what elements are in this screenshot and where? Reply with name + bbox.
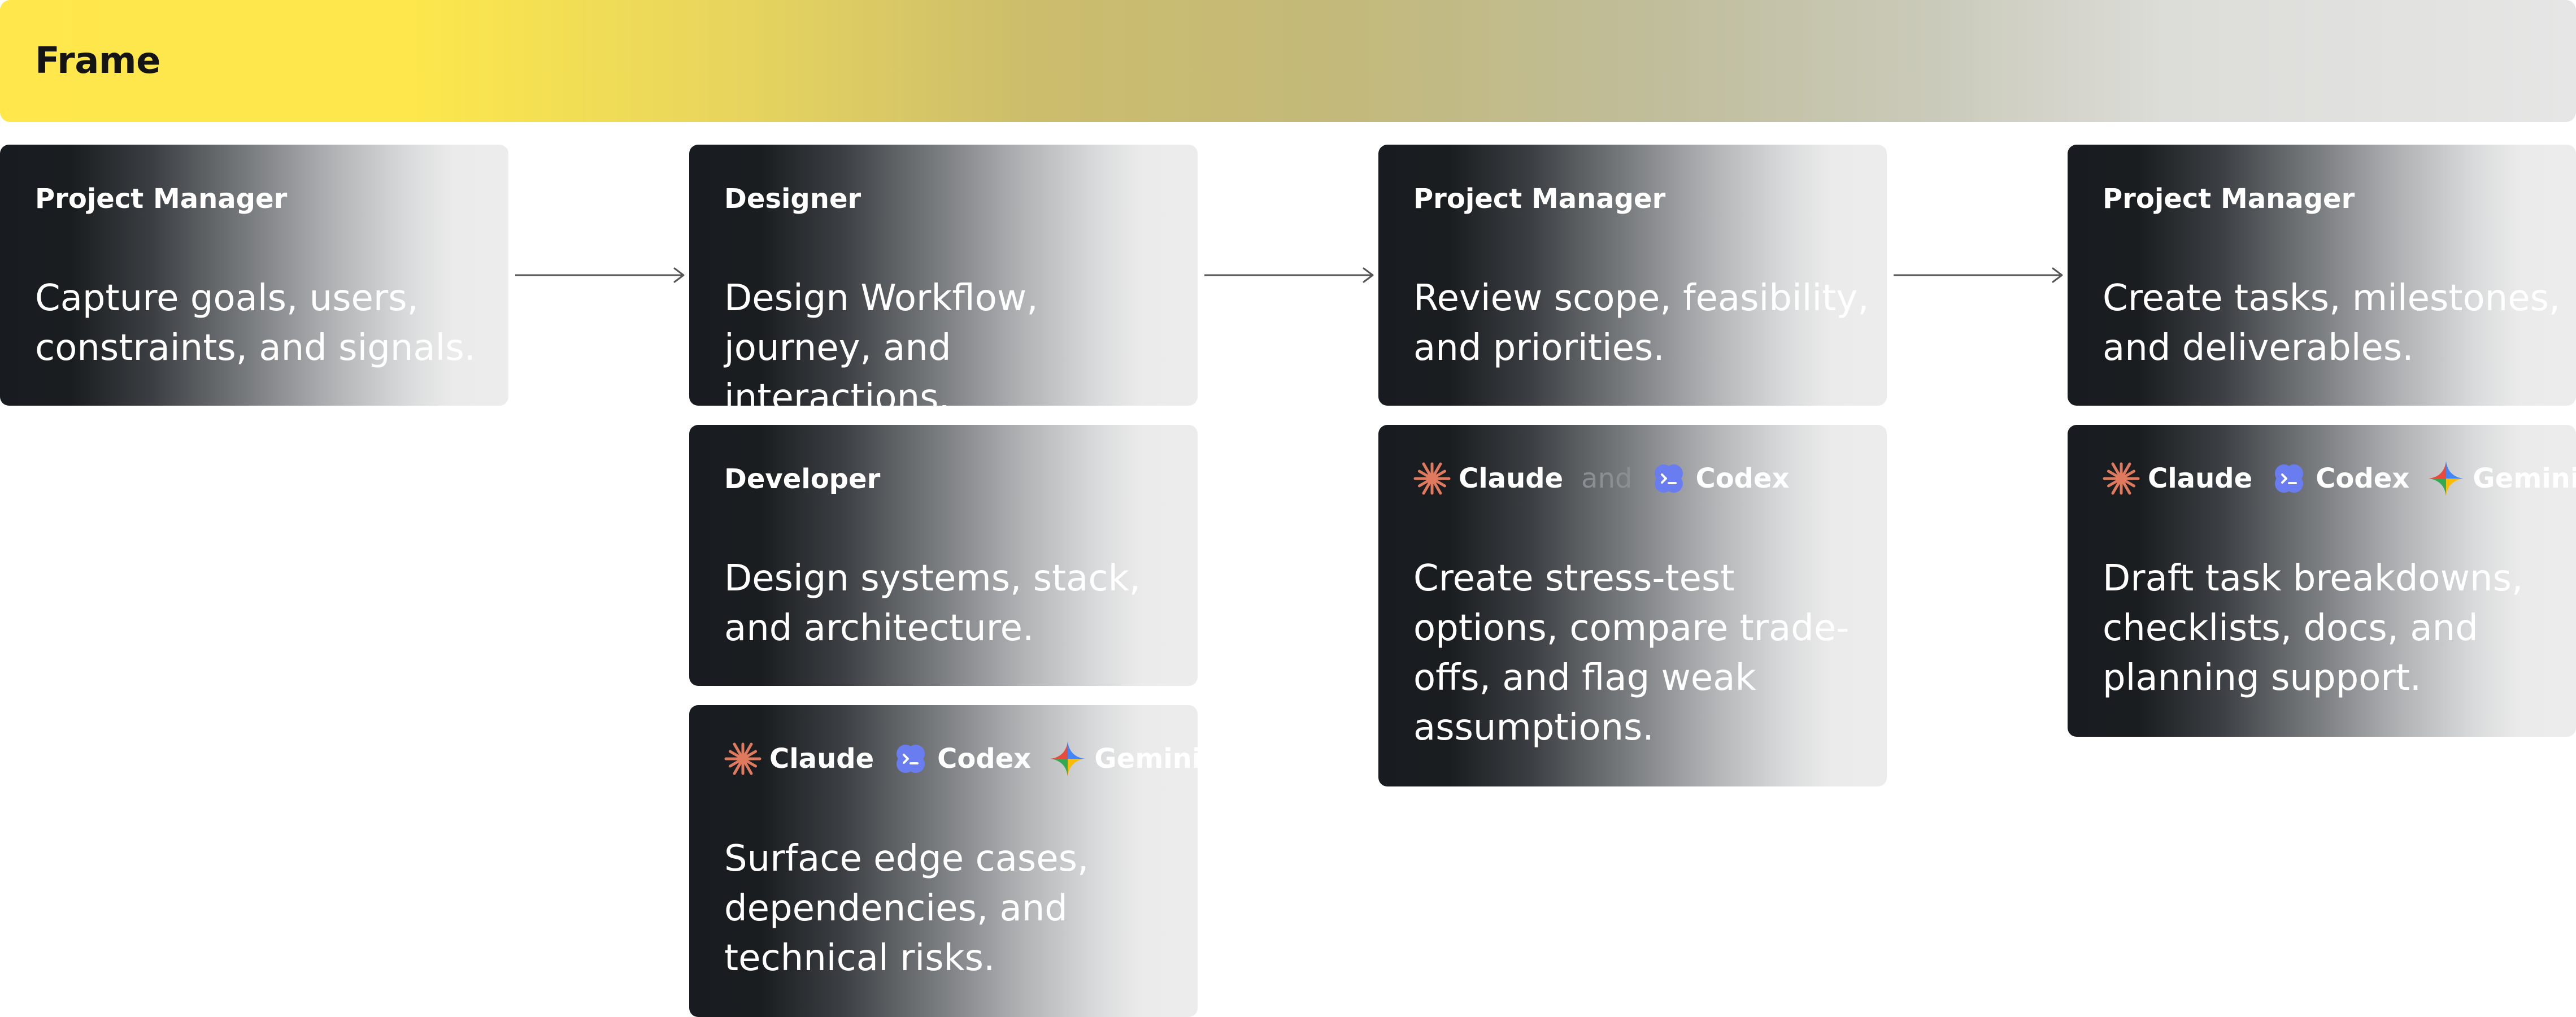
claude-icon: [2103, 460, 2148, 497]
claude-label: Claude: [1459, 463, 1564, 494]
card-body: Surface edge cases, dependencies, and te…: [724, 838, 1089, 979]
card-body: Design Workflow, journey, and interactio…: [724, 277, 1038, 406]
gemini-label: Gemini: [1094, 743, 1198, 775]
card-ai-task-breakdowns[interactable]: Claude Codex Gemini Draft task breakdown…: [2068, 425, 2576, 737]
card-title: Project Manager: [35, 183, 288, 215]
card-title: Designer: [724, 183, 861, 215]
ai-tools-row: Claude and Codex: [1413, 459, 1808, 498]
codex-icon: [2270, 460, 2316, 497]
codex-label: Codex: [937, 743, 1032, 775]
card-designer[interactable]: Designer Design Workflow, journey, and i…: [689, 145, 1198, 406]
claude-icon: [1413, 460, 1459, 497]
card-title: Project Manager: [1413, 183, 1666, 215]
claude-label: Claude: [769, 743, 874, 775]
card-body: Review scope, feasibility, and prioritie…: [1413, 277, 1869, 369]
gemini-icon: [2427, 460, 2473, 497]
card-body: Draft task breakdowns, checklists, docs,…: [2103, 558, 2523, 699]
claude-label: Claude: [2148, 463, 2253, 494]
codex-icon: [892, 740, 937, 777]
card-ai-stress-test[interactable]: Claude and Codex Create stress-test opti…: [1378, 425, 1887, 786]
codex-label: Codex: [1695, 463, 1790, 494]
codex-label: Codex: [2316, 463, 2410, 494]
frame-header: Frame: [0, 0, 2576, 122]
card-body: Create stress-test options, compare trad…: [1413, 558, 1850, 749]
card-project-manager-review[interactable]: Project Manager Review scope, feasibilit…: [1378, 145, 1887, 406]
card-body: Capture goals, users, constraints, and s…: [35, 277, 476, 369]
arrow-right-icon: [1894, 267, 2063, 283]
card-body: Design systems, stack, and architecture.: [724, 558, 1141, 649]
arrow-right-icon: [515, 267, 685, 283]
card-project-manager-tasks[interactable]: Project Manager Create tasks, milestones…: [2068, 145, 2576, 406]
card-ai-edge-cases[interactable]: Claude Codex Gemini Surface edge cases, …: [689, 705, 1198, 1017]
frame-title: Frame: [35, 40, 160, 82]
ai-tools-row: Claude Codex Gemini: [2103, 459, 2576, 498]
connector-text: and: [1581, 463, 1633, 494]
claude-icon: [724, 740, 769, 777]
gemini-icon: [1049, 740, 1094, 777]
arrow-right-icon: [1204, 267, 1374, 283]
card-title: Project Manager: [2103, 183, 2355, 215]
codex-icon: [1650, 460, 1695, 497]
card-project-manager-goals[interactable]: Project Manager Capture goals, users, co…: [0, 145, 508, 406]
card-developer[interactable]: Developer Design systems, stack, and arc…: [689, 425, 1198, 686]
gemini-label: Gemini: [2473, 463, 2576, 494]
card-title: Developer: [724, 463, 881, 495]
card-body: Create tasks, milestones, and deliverabl…: [2103, 277, 2561, 369]
ai-tools-row: Claude Codex Gemini: [724, 739, 1198, 779]
